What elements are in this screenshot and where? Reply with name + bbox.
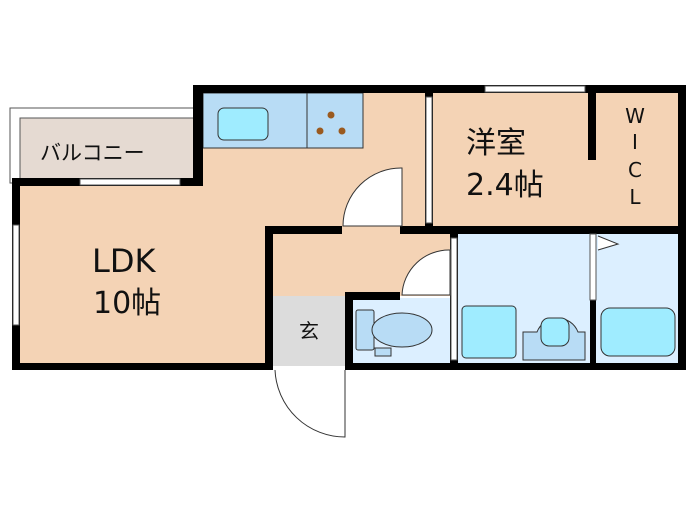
washing-machine-icon bbox=[461, 305, 517, 359]
basin-bowl-icon bbox=[540, 317, 570, 347]
door-opening bbox=[589, 233, 597, 301]
sliding-door bbox=[450, 237, 458, 361]
door-swing[interactable] bbox=[597, 235, 620, 251]
wic-letter: W bbox=[625, 104, 645, 128]
kitchen-stove bbox=[306, 92, 364, 149]
balcony-label: バルコニー bbox=[40, 141, 145, 165]
ldk-label: LDK bbox=[92, 242, 156, 280]
toilet-paper-icon bbox=[374, 347, 392, 357]
western-room-size: 2.4帖 bbox=[466, 168, 544, 203]
burner-icon bbox=[338, 127, 346, 135]
toilet-icon bbox=[371, 312, 433, 348]
western-room-floor bbox=[430, 93, 682, 230]
genkan-floor bbox=[273, 296, 345, 366]
wic-letter: C bbox=[628, 158, 642, 182]
ldk-size: 10帖 bbox=[93, 286, 161, 321]
sliding-door bbox=[425, 96, 433, 224]
ldk-floor bbox=[20, 93, 430, 366]
door-swing[interactable] bbox=[401, 249, 451, 296]
window bbox=[79, 178, 181, 186]
western-room-label: 洋室 bbox=[466, 126, 526, 161]
burner-icon bbox=[327, 111, 335, 119]
window bbox=[12, 224, 20, 326]
wic-letter: I bbox=[632, 130, 638, 154]
balcony-floor bbox=[19, 117, 196, 181]
bathtub-icon bbox=[600, 307, 676, 357]
door-swing[interactable] bbox=[342, 167, 403, 227]
toilet-tank-icon bbox=[355, 309, 375, 351]
genkan-label: 玄 bbox=[299, 319, 319, 343]
window bbox=[484, 85, 586, 93]
sink-icon bbox=[217, 107, 269, 141]
entrance-door[interactable] bbox=[274, 369, 346, 438]
burner-icon bbox=[316, 127, 324, 135]
wic-letter: L bbox=[629, 185, 641, 209]
